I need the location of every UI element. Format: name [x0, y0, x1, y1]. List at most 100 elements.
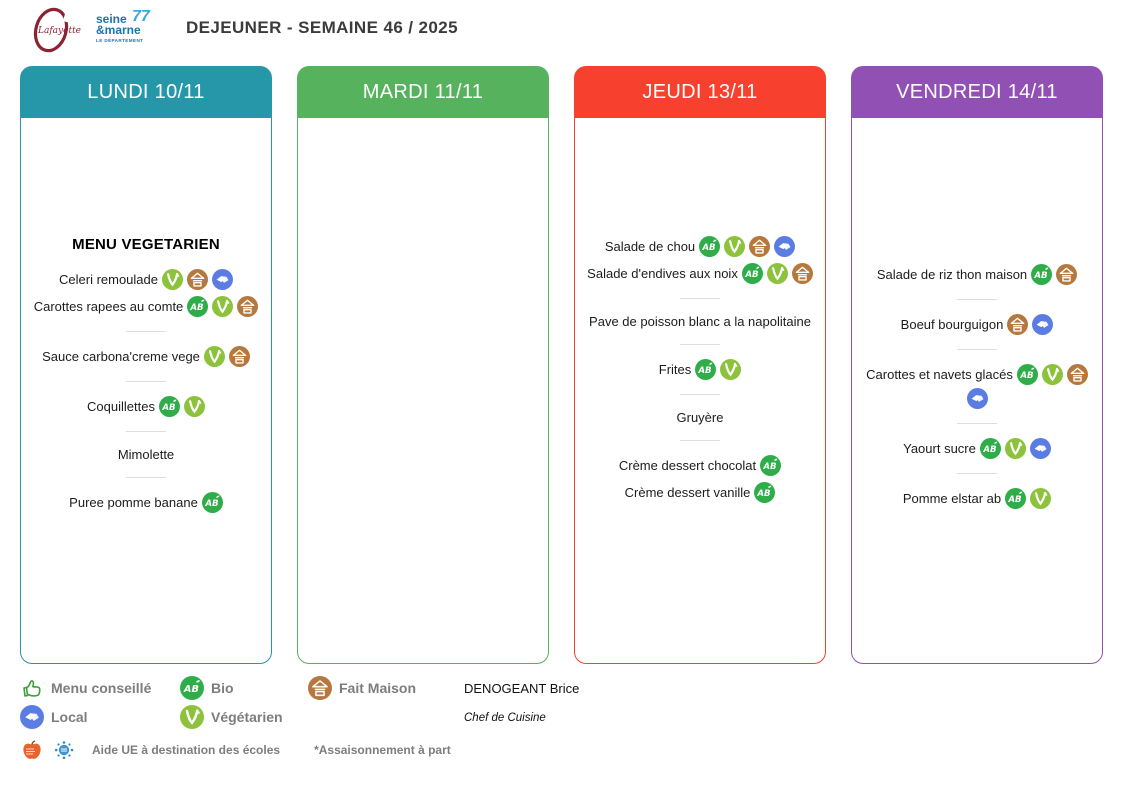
svg-text:AB: AB	[183, 684, 199, 695]
legend-vegetarien: Végétarien	[180, 705, 308, 729]
day-column: MARDI 11/11	[297, 66, 549, 664]
menu-section-title: MENU VEGETARIEN	[27, 236, 265, 253]
day-header: LUNDI 10/11	[20, 66, 272, 118]
bio-icon: AB	[754, 482, 776, 503]
legend-vegetarien-label: Végétarien	[211, 709, 283, 725]
menu-item-label: Coquillettes	[87, 399, 155, 414]
group-divider	[680, 344, 720, 345]
bio-icon: AB	[1016, 364, 1038, 385]
menu-columns: LUNDI 10/11 MENU VEGETARIEN Celeri remoul…	[20, 66, 1103, 664]
menu-item-label: MENU VEGETARIEN	[72, 236, 220, 253]
seine-et-marne-logo: seine &marne 77 LE DÉPARTEMENT	[96, 6, 158, 52]
vegetarian-icon	[180, 705, 204, 729]
group-divider	[680, 440, 720, 441]
legend-aide-ue-label: Aide UE à destination des écoles	[92, 743, 281, 757]
legend-fait-maison: Fait Maison	[308, 676, 464, 700]
vegetarian-icon	[1041, 364, 1063, 385]
svg-text:AB: AB	[161, 403, 175, 413]
local-icon	[1032, 314, 1054, 335]
svg-text:AB: AB	[698, 366, 712, 376]
chef-name: DENOGEANT Brice	[464, 680, 580, 696]
fait-maison-icon	[1056, 264, 1078, 285]
local-icon	[1029, 438, 1051, 459]
group-divider	[957, 299, 997, 300]
group-divider	[126, 381, 166, 382]
day-header: VENDREDI 14/11	[851, 66, 1103, 118]
menu-item: Mimolette	[27, 446, 265, 463]
seine-marne-line2: &marne	[96, 23, 141, 37]
day-column: VENDREDI 14/11 Salade de riz thon maison…	[851, 66, 1103, 664]
menu-item-label: Crème dessert vanille	[624, 485, 751, 500]
menu-item: Carottes et navets glacés AB	[858, 364, 1096, 409]
menu-item: Salade de riz thon maison AB	[858, 264, 1096, 285]
legend-menu-conseille-label: Menu conseillé	[51, 680, 152, 696]
menu-item-label: Salade de riz thon maison	[876, 267, 1028, 282]
svg-text:AB: AB	[190, 303, 204, 313]
menu-item-label: Salade d'endives aux noix	[587, 266, 738, 281]
svg-text:AB: AB	[1034, 271, 1048, 281]
group-divider	[957, 349, 997, 350]
lafayette-logo-mark: Lafayette	[33, 7, 81, 53]
fait-maison-icon	[1066, 364, 1088, 385]
fait-maison-icon	[791, 263, 813, 284]
fait-maison-icon	[228, 346, 250, 367]
legend-bio-label: Bio	[211, 680, 234, 696]
fait-maison-icon	[308, 676, 332, 700]
menu-item: Crème dessert vanille AB	[581, 482, 819, 503]
svg-text:AB: AB	[702, 243, 716, 253]
bio-icon: AB	[158, 396, 180, 417]
group-divider	[680, 298, 720, 299]
bio-icon: AB	[741, 263, 763, 284]
day-header: JEUDI 13/11	[574, 66, 826, 118]
svg-text:AB: AB	[757, 489, 771, 499]
group-divider	[957, 423, 997, 424]
menu-item: Sauce carbona'creme vege	[27, 346, 265, 367]
local-icon	[966, 388, 988, 409]
svg-text:AB: AB	[982, 445, 996, 455]
lafayette-logo: Lafayette	[24, 6, 84, 54]
fait-maison-icon	[1007, 314, 1029, 335]
group-divider	[126, 431, 166, 432]
legend-local-label: Local	[51, 709, 88, 725]
menu-item: Gruyère	[581, 409, 819, 426]
bio-icon: AB	[1031, 264, 1053, 285]
fait-maison-icon	[237, 296, 259, 317]
vegetarian-icon	[720, 359, 742, 380]
page-header: Lafayette seine &marne 77 LE DÉPARTEMENT…	[0, 0, 1123, 58]
local-icon	[212, 269, 233, 290]
menu-item-label: Boeuf bourguigon	[900, 317, 1004, 332]
legend-fait-maison-label: Fait Maison	[339, 680, 417, 696]
legend-bio: AB Bio	[180, 676, 308, 700]
bio-icon: AB	[187, 296, 209, 317]
svg-text:AB: AB	[1008, 495, 1022, 505]
svg-text:AB: AB	[744, 270, 758, 280]
eu-fruit-scheme-icon	[20, 738, 44, 762]
menu-item-label: Gruyère	[676, 410, 724, 425]
legend-row-aide-ue: Aide UE à destination des écoles *Assais…	[20, 738, 1103, 762]
vegetarian-icon	[724, 236, 746, 257]
vegetarian-icon	[1004, 438, 1026, 459]
vegetarian-icon	[162, 269, 183, 290]
menu-item-label: Carottes et navets glacés	[866, 367, 1013, 382]
bio-icon: AB	[1005, 488, 1027, 509]
day-column: LUNDI 10/11 MENU VEGETARIEN Celeri remoul…	[20, 66, 272, 664]
menu-item: Celeri remoulade	[27, 269, 265, 290]
vegetarian-icon	[766, 263, 788, 284]
legend-assaisonnement-label: *Assaisonnement à part	[314, 743, 451, 757]
eu-milk-scheme-icon	[52, 738, 76, 762]
svg-text:AB: AB	[1019, 371, 1033, 381]
vegetarian-icon	[203, 346, 225, 367]
menu-item-label: Pave de poisson blanc a la napolitaine	[589, 314, 811, 329]
bio-icon: AB	[760, 455, 782, 476]
menu-item-label: Mimolette	[117, 447, 175, 462]
group-divider	[680, 394, 720, 395]
bio-icon: AB	[695, 359, 717, 380]
vegetarian-icon	[183, 396, 205, 417]
group-divider	[126, 477, 166, 478]
